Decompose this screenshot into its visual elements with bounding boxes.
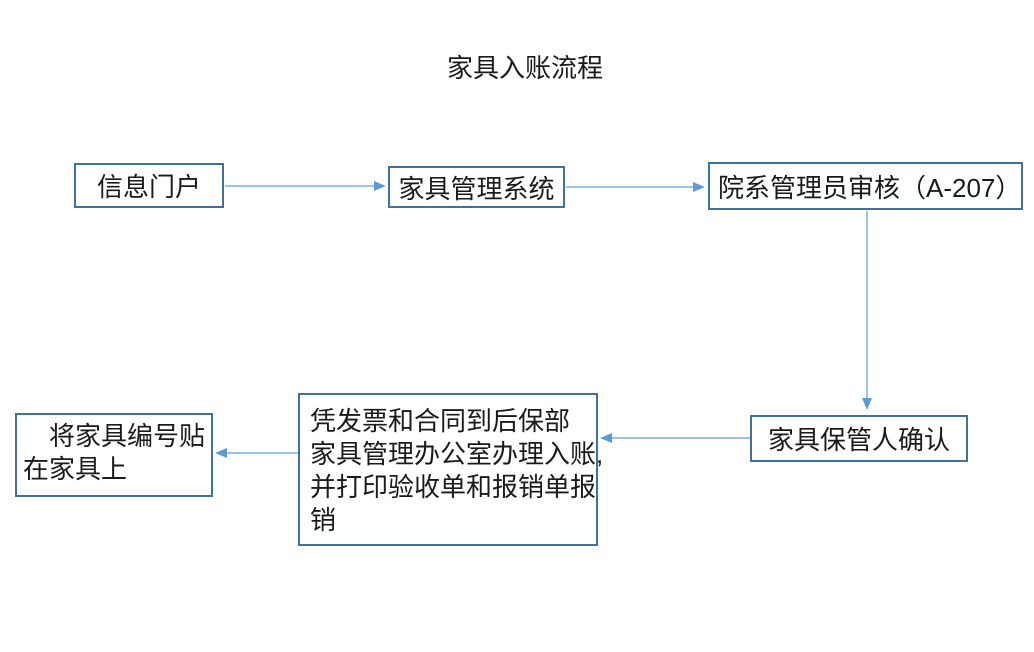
edge-keeper-to-invoice-arrowhead-icon	[600, 433, 612, 443]
node-admin-review-label: 院系管理员审核（A-207）	[718, 172, 1022, 203]
edge-keeper-to-invoice-line	[612, 437, 750, 439]
node-furniture-system-label: 家具管理系统	[398, 173, 555, 204]
node-info-portal: 信息门户	[74, 163, 224, 208]
node-invoice-process-label: 凭发票和合同到后保部 家具管理办公室办理入账, 并打印验收单和报销单报 销	[310, 406, 604, 535]
node-attach-number-label: 将家具编号贴 在家具上	[23, 421, 206, 484]
node-furniture-system: 家具管理系统	[388, 166, 565, 208]
node-attach-number: 将家具编号贴 在家具上	[15, 413, 213, 497]
page-title: 家具入账流程	[447, 53, 604, 83]
edge-system-to-review-line	[566, 186, 693, 188]
edge-portal-to-system-line	[225, 185, 374, 187]
edge-review-to-keeper-line	[866, 211, 868, 398]
node-admin-review: 院系管理员审核（A-207）	[708, 162, 1023, 210]
edge-invoice-to-sticker-line	[227, 452, 298, 454]
node-keeper-confirm-label: 家具保管人确认	[767, 425, 950, 455]
edge-system-to-review-arrowhead-icon	[693, 182, 705, 192]
node-keeper-confirm: 家具保管人确认	[750, 415, 968, 462]
edge-invoice-to-sticker-arrowhead-icon	[215, 448, 227, 458]
node-info-portal-label: 信息门户	[96, 172, 201, 202]
edge-review-to-keeper-arrowhead-icon	[862, 398, 872, 410]
node-invoice-process: 凭发票和合同到后保部 家具管理办公室办理入账, 并打印验收单和报销单报 销	[298, 393, 603, 546]
edge-portal-to-system-arrowhead-icon	[374, 181, 386, 191]
